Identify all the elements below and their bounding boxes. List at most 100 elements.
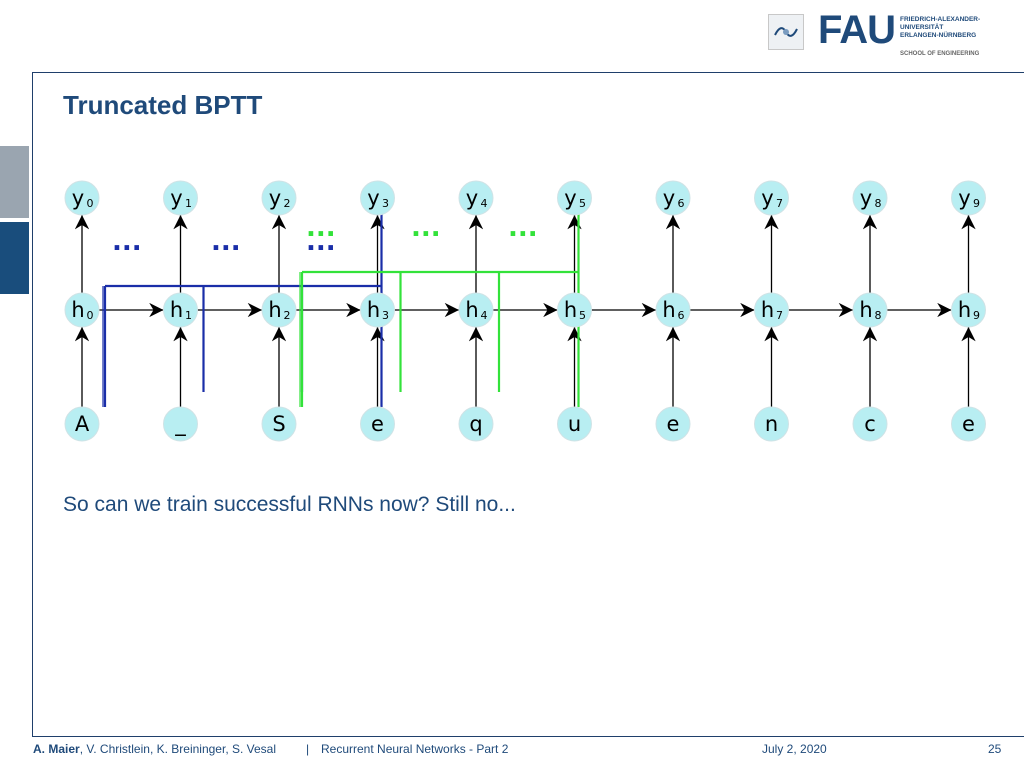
svg-text:n: n (765, 412, 778, 436)
svg-text:y: y (72, 186, 84, 210)
svg-text:y: y (958, 186, 970, 210)
input-node-1: _ (163, 406, 198, 442)
svg-text:c: c (864, 412, 876, 436)
footer-page-number: 25 (988, 742, 1002, 756)
svg-text:8: 8 (875, 309, 882, 322)
svg-text:y: y (663, 186, 675, 210)
svg-text:h: h (761, 298, 774, 322)
input-node-5: u (557, 406, 592, 442)
footer-lead-author: A. Maier (33, 742, 80, 756)
window-dots-3: ... (306, 213, 336, 243)
svg-text:6: 6 (678, 197, 685, 210)
input-node-8: c (852, 406, 888, 442)
svg-text:h: h (465, 298, 478, 322)
fau-wordmark: FAU (818, 8, 896, 52)
svg-text:0: 0 (87, 197, 94, 210)
svg-text:h: h (268, 298, 281, 322)
svg-text:_: _ (174, 412, 186, 437)
svg-text:S: S (272, 412, 285, 436)
svg-text:5: 5 (579, 309, 586, 322)
svg-text:A: A (75, 412, 90, 436)
svg-text:y: y (367, 186, 379, 210)
window-dots-5: ... (508, 213, 538, 243)
svg-text:3: 3 (382, 197, 389, 210)
input-node-6: e (655, 406, 691, 442)
svg-text:1: 1 (185, 197, 192, 210)
input-node-4: q (458, 406, 494, 442)
svg-text:y: y (761, 186, 773, 210)
side-tab-grey (0, 146, 29, 218)
frame-left-rule (32, 72, 33, 736)
svg-text:q: q (469, 412, 482, 436)
school-name: SCHOOL OF ENGINEERING (900, 51, 980, 57)
svg-text:e: e (962, 412, 975, 436)
svg-text:h: h (170, 298, 183, 322)
svg-text:3: 3 (382, 309, 389, 322)
svg-text:4: 4 (481, 309, 488, 322)
svg-text:h: h (662, 298, 675, 322)
frame-top-rule (32, 72, 1024, 73)
window-dots-2: ... (306, 227, 336, 257)
svg-text:y: y (860, 186, 872, 210)
svg-text:e: e (371, 412, 384, 436)
faculty-logo-icon (768, 14, 804, 50)
footer-separator: | (306, 742, 310, 756)
footer-lecture: Recurrent Neural Networks - Part 2 (321, 742, 509, 756)
window-dots-1: ... (211, 227, 241, 257)
slide-statement: So can we train successful RNNs now? Sti… (63, 493, 516, 516)
footer-authors: A. Maier, V. Christlein, K. Breininger, … (33, 742, 276, 756)
svg-text:y: y (466, 186, 478, 210)
input-node-3: e (360, 406, 395, 442)
svg-text:2: 2 (284, 309, 291, 322)
svg-text:9: 9 (973, 309, 980, 322)
svg-text:y: y (564, 186, 576, 210)
footer-date: July 2, 2020 (762, 742, 827, 756)
input-node-2: S (261, 406, 297, 442)
svg-text:h: h (564, 298, 577, 322)
footer-coauthors: , V. Christlein, K. Breininger, S. Vesal (79, 742, 277, 756)
window-dots-4: ... (411, 213, 441, 243)
svg-text:u: u (568, 412, 581, 436)
svg-text:e: e (667, 412, 680, 436)
side-tab-blue (0, 222, 29, 294)
svg-text:y: y (269, 186, 281, 210)
svg-text:2: 2 (284, 197, 291, 210)
svg-text:h: h (859, 298, 872, 322)
university-name: FRIEDRICH-ALEXANDER- UNIVERSITÄT ERLANGE… (900, 16, 981, 39)
svg-text:y: y (170, 186, 182, 210)
svg-text:9: 9 (973, 197, 980, 210)
svg-text:5: 5 (579, 197, 586, 210)
slide-title: Truncated BPTT (63, 90, 263, 120)
svg-text:7: 7 (776, 309, 783, 322)
svg-text:8: 8 (875, 197, 882, 210)
svg-text:6: 6 (678, 309, 685, 322)
input-node-0: A (64, 406, 100, 442)
svg-text:4: 4 (481, 197, 488, 210)
input-node-9: e (951, 406, 986, 442)
window-dots-0: ... (112, 227, 142, 257)
svg-text:h: h (958, 298, 971, 322)
svg-text:7: 7 (776, 197, 783, 210)
svg-text:h: h (71, 298, 84, 322)
